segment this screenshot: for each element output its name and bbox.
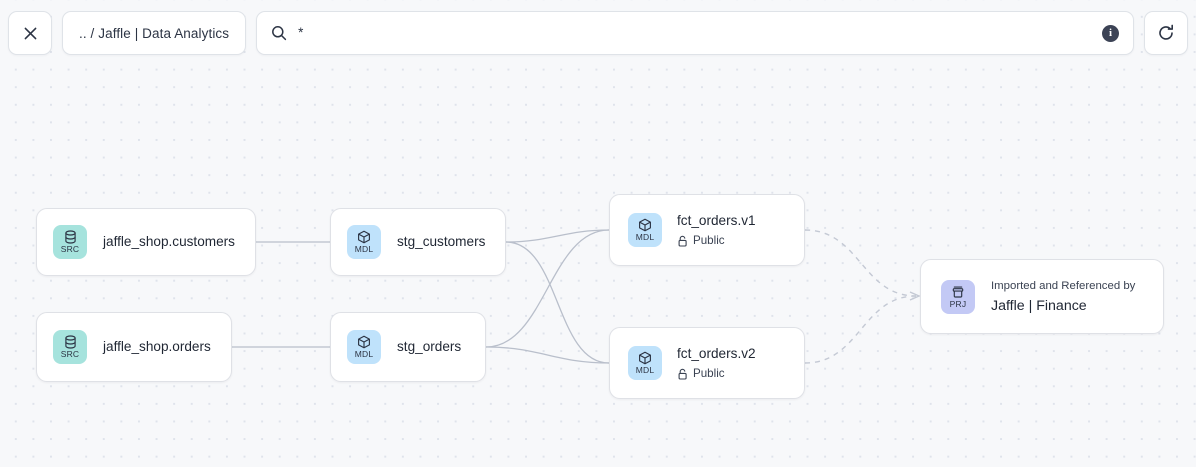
node-body: jaffle_shop.orders: [103, 338, 211, 356]
badge-label: SRC: [60, 244, 80, 254]
toolbar: .. / Jaffle | Data Analytics * i: [8, 10, 1188, 56]
badge-label: MDL: [354, 244, 374, 254]
edge-stg-orders-to-fct-v2: [485, 346, 610, 364]
refresh-button[interactable]: [1144, 11, 1188, 55]
node-body: fct_orders.v2 Public: [677, 345, 756, 382]
node-caption: Imported and Referenced by: [991, 279, 1136, 292]
node-access: Public: [677, 366, 756, 382]
node-fct-orders-v2[interactable]: MDL fct_orders.v2 Public: [609, 327, 805, 399]
node-body: fct_orders.v1 Public: [677, 212, 756, 249]
badge-label: MDL: [635, 365, 655, 375]
node-title: fct_orders.v2: [677, 345, 756, 361]
badge-src: SRC: [53, 330, 87, 364]
edge-fct-v1-to-prj: [804, 229, 917, 297]
node-access: Public: [677, 233, 756, 249]
badge-label: PRJ: [949, 298, 967, 309]
edge-stg-customers-to-fct-v1: [505, 229, 610, 243]
unlock-icon: [678, 235, 687, 247]
archive-icon: [952, 286, 964, 298]
refresh-icon: [1159, 24, 1173, 40]
edge-stg-customers-to-fct-v2: [505, 241, 610, 364]
node-access-label: Public: [693, 366, 725, 380]
search-icon: [272, 26, 287, 41]
badge-label: MDL: [354, 349, 374, 359]
badge-label: SRC: [60, 349, 80, 359]
edge-arrowhead-prj: [909, 291, 921, 301]
badge-src: SRC: [53, 225, 87, 259]
badge-mdl: MDL: [347, 225, 381, 259]
node-title: jaffle_shop.customers: [103, 234, 235, 249]
node-access-label: Public: [693, 233, 725, 247]
cube-icon: [358, 230, 370, 244]
close-icon: [24, 27, 36, 39]
edge-stg-orders-to-fct-v1: [485, 229, 610, 348]
node-body: jaffle_shop.customers: [103, 233, 235, 251]
search-input[interactable]: *: [298, 25, 304, 40]
node-title: stg_customers: [397, 234, 486, 249]
node-stg-orders[interactable]: MDL stg_orders: [330, 312, 486, 382]
node-title: fct_orders.v1: [677, 212, 756, 228]
database-icon: [64, 335, 76, 349]
info-icon[interactable]: i: [1102, 24, 1119, 42]
node-fct-orders-v1[interactable]: MDL fct_orders.v1 Public: [609, 194, 805, 266]
badge-label: MDL: [635, 232, 655, 242]
node-title: Jaffle | Finance: [991, 297, 1087, 314]
edge-fct-v2-to-prj: [804, 295, 917, 364]
node-body: stg_orders: [397, 338, 461, 356]
cube-icon: [639, 218, 651, 232]
node-src-orders[interactable]: SRC jaffle_shop.orders: [36, 312, 232, 382]
search-bar[interactable]: * i: [256, 11, 1134, 55]
close-button[interactable]: [8, 11, 52, 55]
badge-mdl: MDL: [628, 213, 662, 247]
node-body: Imported and Referenced by Jaffle | Fina…: [991, 278, 1135, 316]
badge-mdl: MDL: [347, 330, 381, 364]
node-stg-customers[interactable]: MDL stg_customers: [330, 208, 506, 276]
node-src-customers[interactable]: SRC jaffle_shop.customers: [36, 208, 256, 276]
node-title: stg_orders: [397, 339, 462, 354]
node-title: jaffle_shop.orders: [103, 339, 211, 354]
cube-icon: [639, 351, 651, 365]
breadcrumb[interactable]: .. / Jaffle | Data Analytics: [62, 11, 247, 55]
unlock-icon: [678, 368, 687, 380]
badge-prj: PRJ: [941, 279, 975, 314]
database-icon: [64, 230, 76, 244]
node-project-jaffle-finance[interactable]: PRJ Imported and Referenced by Jaffle | …: [920, 259, 1164, 334]
badge-mdl: MDL: [628, 346, 662, 380]
node-body: stg_customers: [397, 233, 485, 251]
cube-icon: [358, 335, 370, 349]
